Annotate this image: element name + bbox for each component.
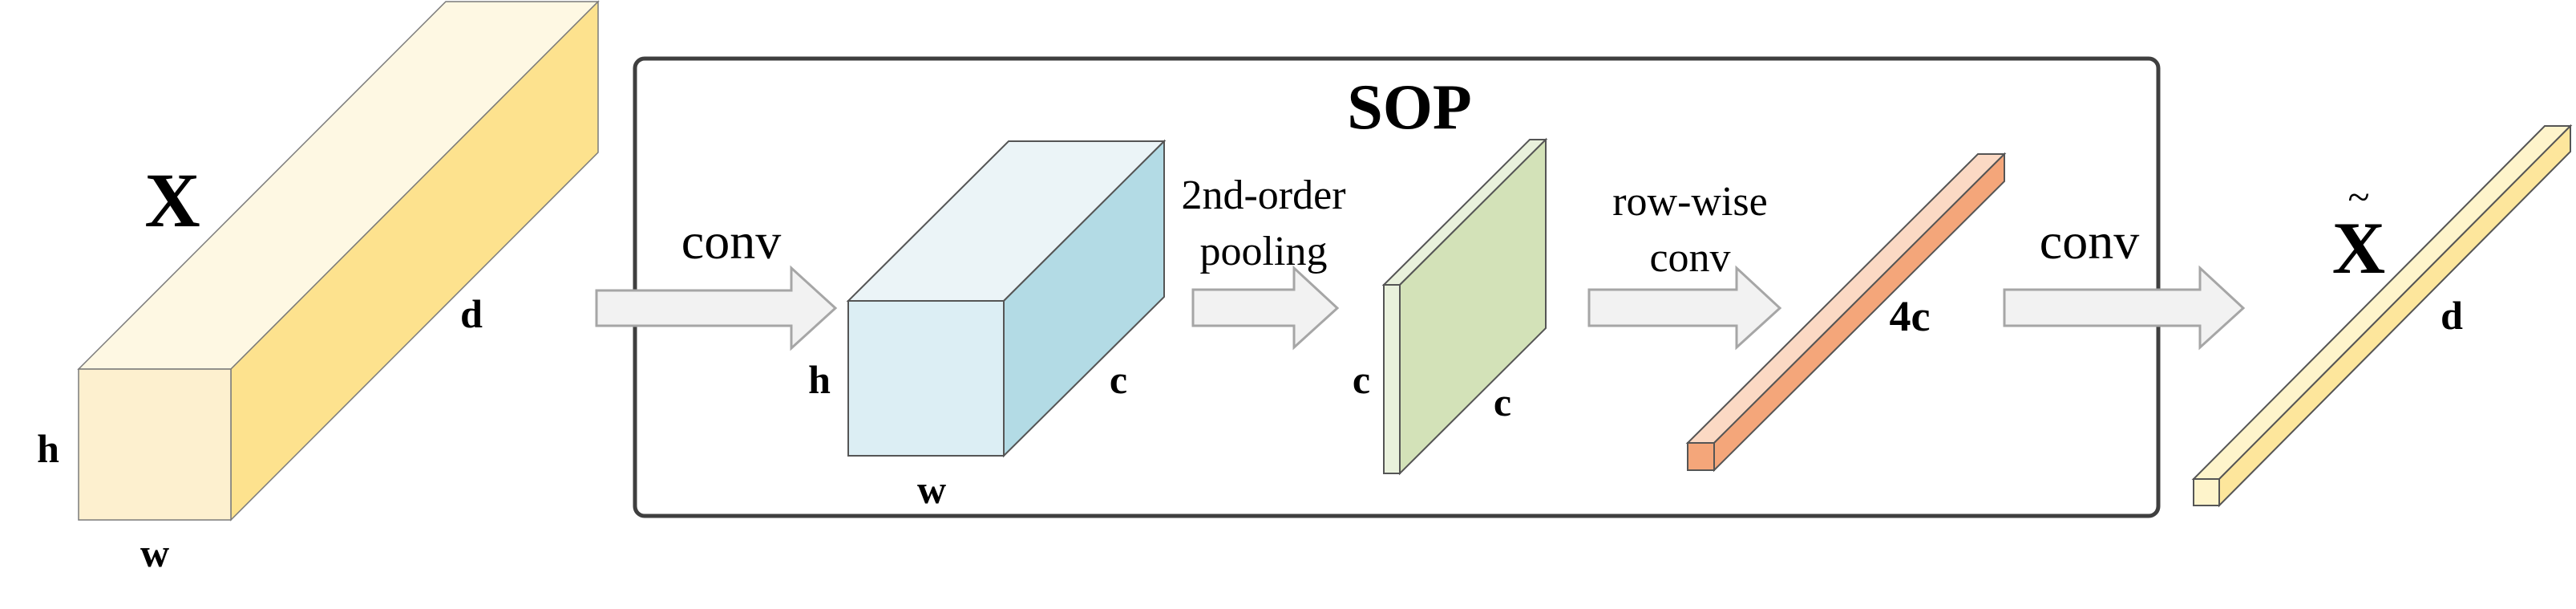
vector-4c-bar	[1685, 152, 2007, 473]
conv-arrow-1-label: conv	[681, 213, 781, 270]
vector-4c-dim-label: 4c	[1890, 292, 1931, 340]
feature-tensor-front-face	[847, 300, 1005, 457]
pooling-arrow-label-line1: 2nd-order	[1181, 173, 1345, 218]
input-dim-d-label: d	[460, 291, 483, 336]
covariance-matrix-plane	[1381, 137, 1548, 476]
pooling-arrow-label-line2: pooling	[1200, 229, 1328, 274]
input-tensor-front-face	[78, 368, 232, 521]
vector-4c-front-face	[1687, 442, 1715, 471]
covariance-matrix-face	[1399, 137, 1547, 476]
rowwise-conv-arrow-label-line1: row-wise	[1612, 179, 1768, 225]
input-tensor-block	[77, 0, 600, 522]
sop-module-frame	[633, 56, 2161, 518]
covariance-matrix-front-edge	[1383, 284, 1401, 474]
rowwise-conv-arrow-label-line2: conv	[1649, 235, 1730, 281]
output-vector-label: X	[2332, 207, 2385, 289]
rowwise-conv-arrow	[1587, 265, 1782, 351]
output-vector-bar	[2191, 124, 2573, 508]
feature-tensor-dim-w-label: w	[917, 467, 946, 512]
conv-arrow-2	[2003, 265, 2246, 351]
feature-tensor-block	[846, 139, 1167, 458]
output-vector-tilde: ~	[2348, 174, 2369, 219]
covariance-matrix-dim-cols-label: c	[1494, 380, 1511, 424]
conv-arrow-1	[595, 265, 838, 351]
output-vector-top-face	[2191, 125, 2573, 480]
output-vector-side-face	[2218, 124, 2571, 508]
feature-tensor-dim-c-label: c	[1110, 357, 1127, 402]
input-dim-h-label: h	[37, 426, 59, 471]
input-tensor-label: X	[144, 157, 200, 243]
input-dim-w-label: w	[140, 530, 169, 575]
output-vector-dim-d-label: d	[2441, 293, 2463, 338]
pooling-arrow	[1191, 265, 1340, 351]
covariance-matrix-dim-rows-label: c	[1353, 357, 1370, 402]
conv-arrow-2-label: conv	[2040, 213, 2139, 270]
feature-tensor-dim-h-label: h	[808, 357, 831, 402]
sop-title: SOP	[1347, 72, 1472, 143]
output-vector-front-face	[2193, 478, 2220, 506]
